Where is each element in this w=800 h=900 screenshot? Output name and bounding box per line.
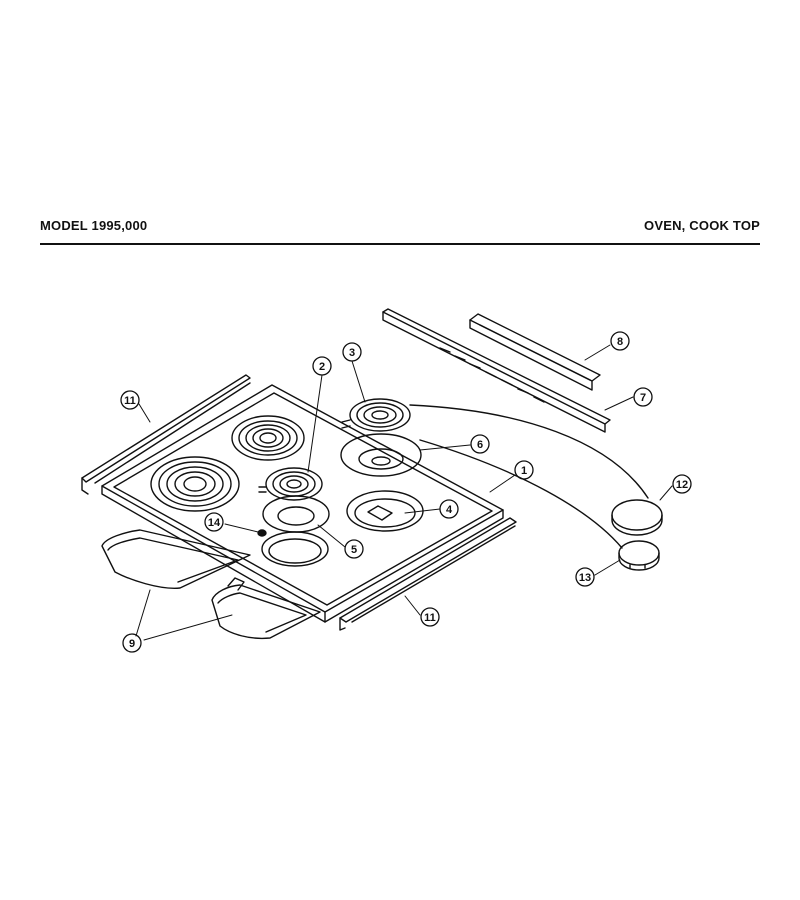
surface-element-6in	[258, 467, 323, 501]
leader-lines	[135, 344, 673, 641]
surface-element-8in	[341, 398, 411, 432]
rear-trim-strip	[382, 308, 611, 433]
callout-9: 9	[129, 638, 135, 650]
callout-14: 14	[208, 517, 221, 529]
element-receptacle-opening	[346, 490, 424, 532]
model-number: MODEL 1995,000	[40, 218, 148, 233]
callout-2: 2	[319, 361, 325, 373]
left-side-trim	[81, 374, 251, 495]
burner-opening-front	[261, 531, 329, 567]
callout-12: 12	[676, 479, 688, 491]
wiring-lines	[409, 404, 649, 549]
right-side-trim	[339, 517, 517, 631]
callout-13: 13	[579, 572, 591, 584]
control-knob-large	[611, 499, 663, 536]
drip-pan-6in	[262, 495, 330, 533]
callout-6: 6	[477, 439, 483, 451]
callout-circles	[120, 331, 692, 653]
drip-pan-8in	[340, 433, 422, 477]
callout-3: 3	[349, 347, 355, 359]
callout-4: 4	[446, 504, 453, 516]
drawer-panel-right	[211, 577, 321, 640]
indicator-light	[257, 529, 267, 537]
callout-11-left: 11	[124, 395, 136, 407]
callout-5: 5	[351, 544, 357, 556]
cooktop-main-top	[101, 384, 504, 623]
header-rule	[40, 243, 760, 245]
section-title: OVEN, COOK TOP	[644, 218, 760, 233]
callout-8: 8	[617, 336, 623, 348]
drawer-panel-left	[101, 529, 251, 589]
callout-7: 7	[640, 392, 646, 404]
callout-1: 1	[521, 465, 527, 477]
surface-element-left-front	[150, 456, 240, 512]
surface-element-left-rear	[231, 415, 305, 461]
vent-trim	[469, 313, 601, 391]
callout-11-right: 11	[424, 612, 436, 624]
control-knob-small	[618, 540, 660, 571]
